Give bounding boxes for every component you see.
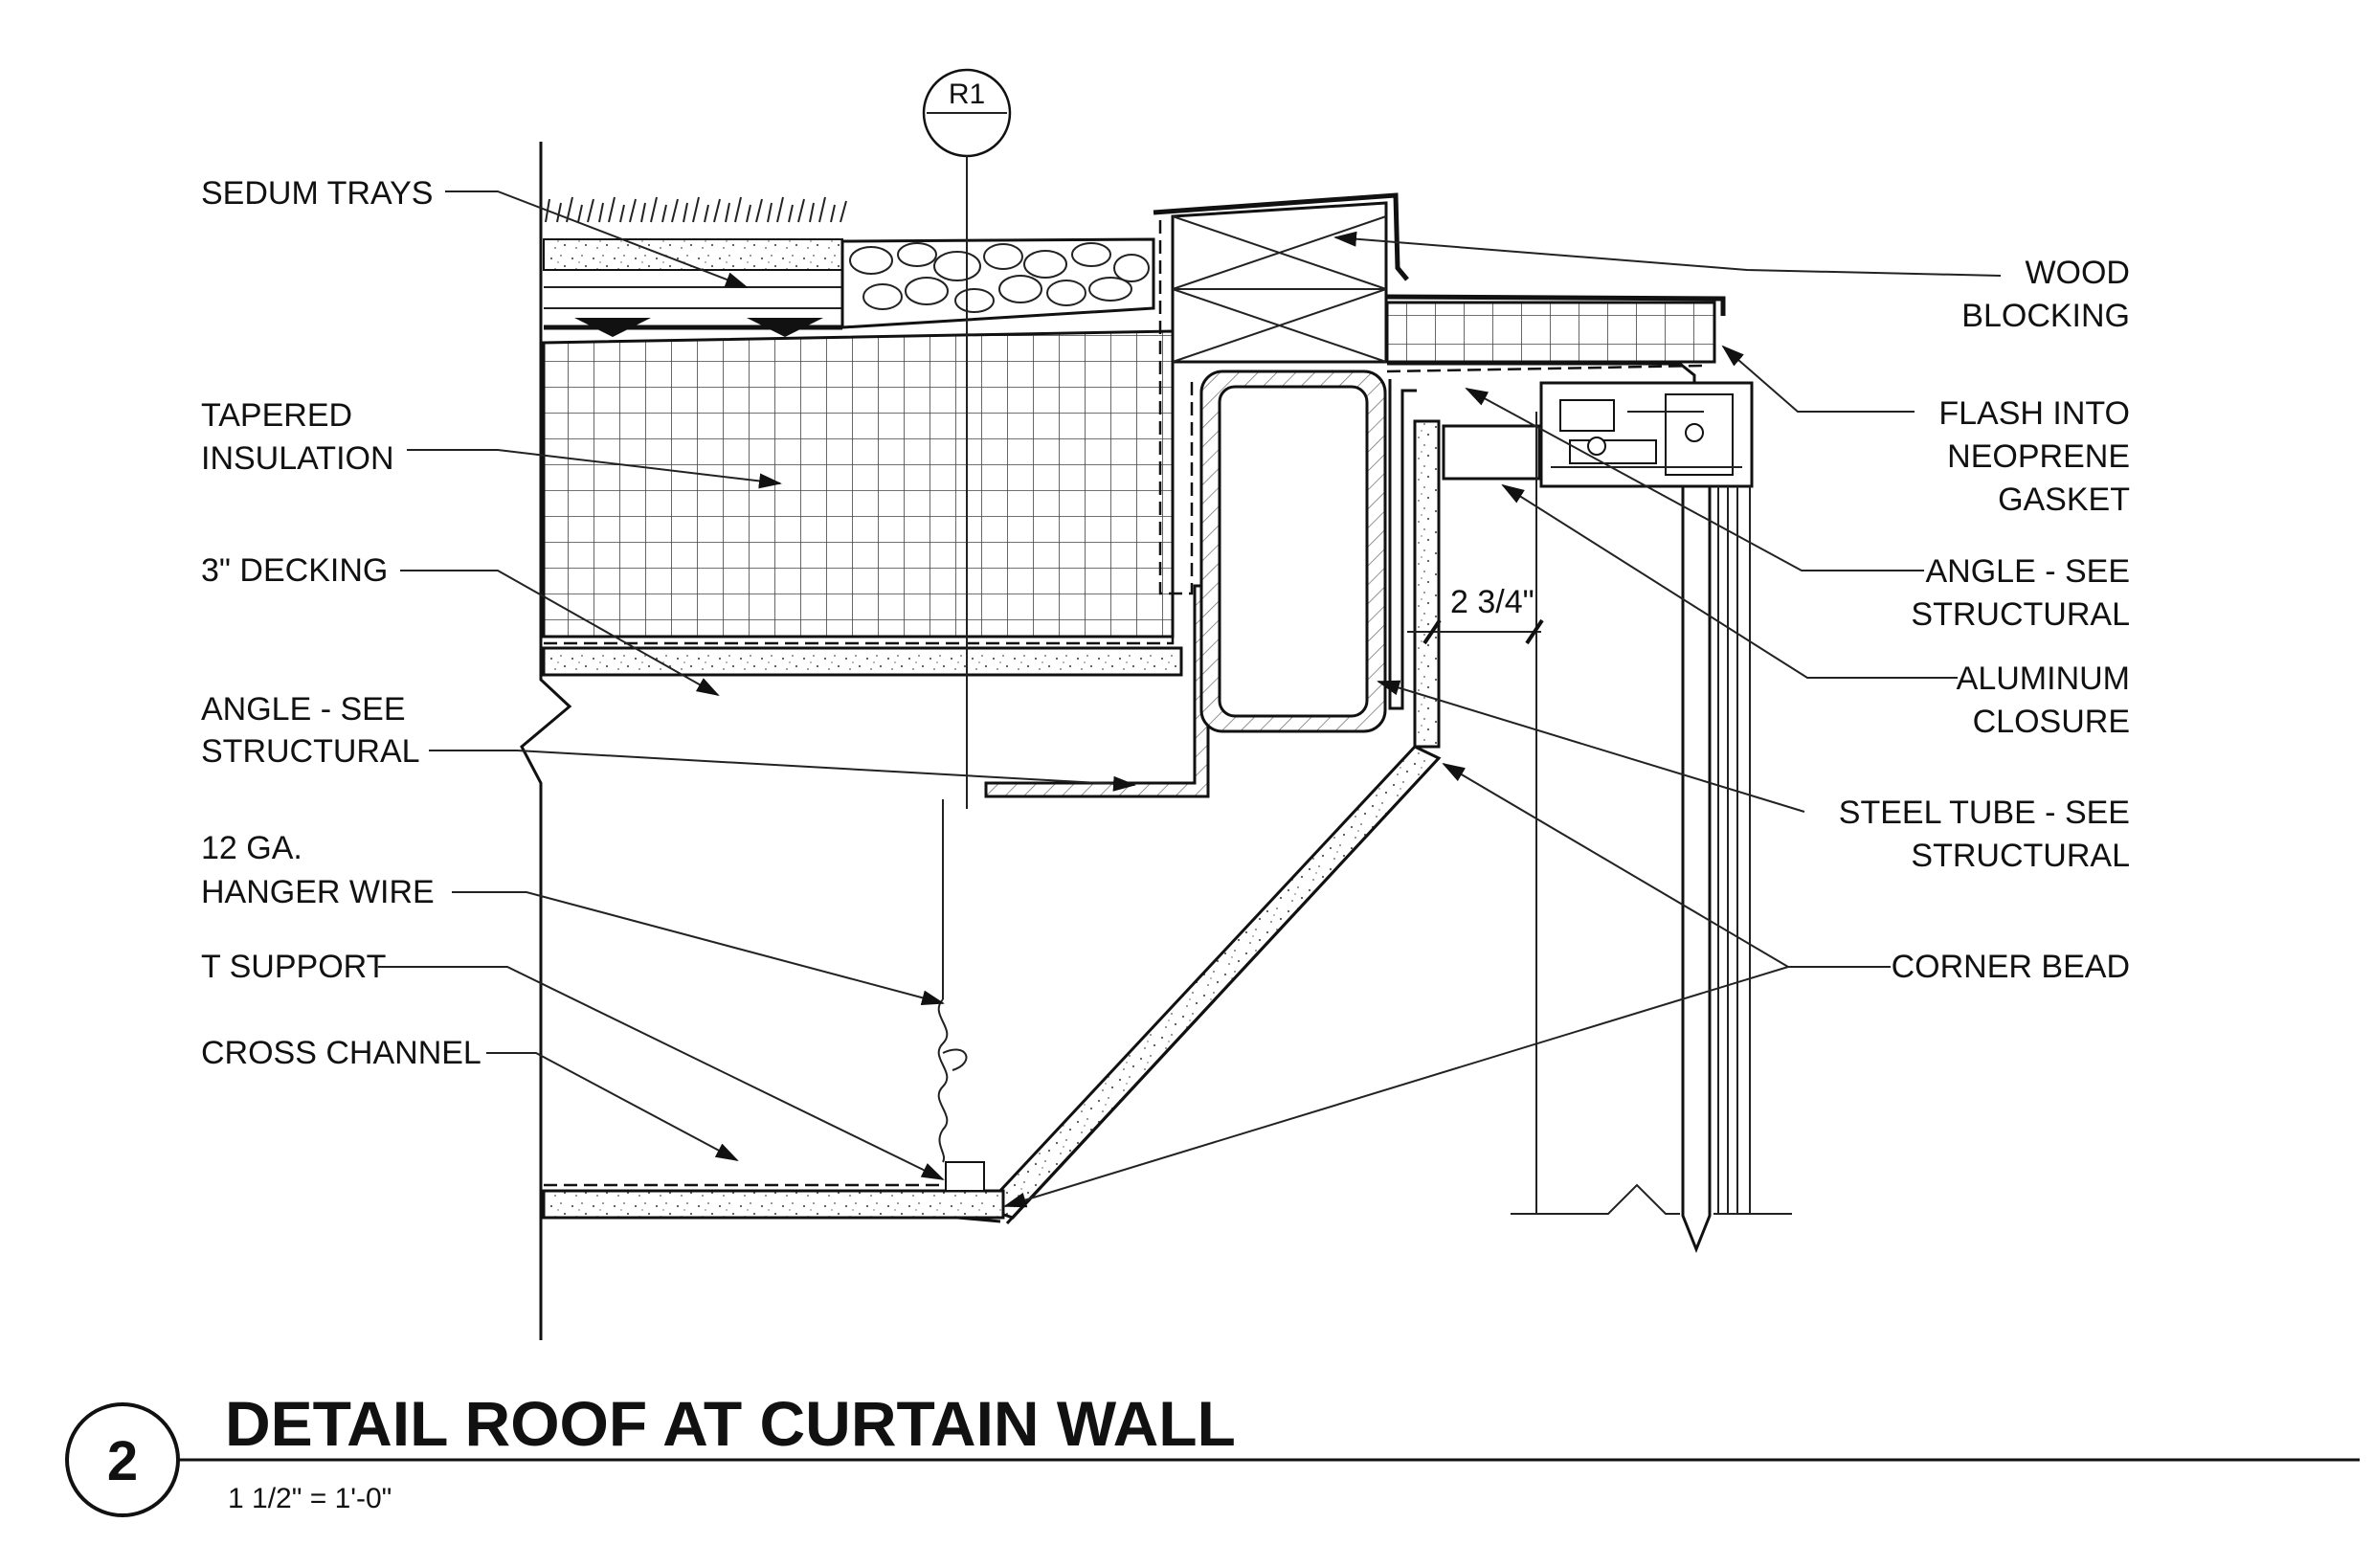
detail-number: 2 (107, 1430, 138, 1492)
label-angle-right-1: ANGLE - SEE (1925, 553, 2130, 590)
decking (542, 383, 1183, 677)
label-hanger-2: HANGER WIRE (201, 874, 435, 910)
title-block: 2 DETAIL ROOF AT CURTAIN WALL 1 1/2" = 1… (65, 1388, 2360, 1517)
dimension-label: 2 3/4" (1450, 584, 1534, 620)
curtain-wall (1511, 381, 1792, 1254)
label-tapered-1: TAPERED (201, 397, 352, 434)
label-flash-3: GASKET (1998, 482, 2130, 518)
flashing-block (1385, 294, 1726, 385)
sedum-trays (543, 196, 847, 337)
detail-scale: 1 1/2" = 1'-0" (228, 1483, 392, 1514)
ceiling-board (542, 1161, 1005, 1223)
label-steel-2: STRUCTURAL (1911, 838, 2130, 874)
angle-right (1388, 379, 1541, 710)
hanger-wire (937, 799, 968, 1163)
label-corner-bead: CORNER BEAD (1892, 949, 2130, 985)
label-angle-right-2: STRUCTURAL (1911, 596, 2130, 633)
leaders (378, 190, 2002, 1208)
gypsum-vertical (1413, 419, 1441, 749)
label-flash-1: FLASH INTO (1938, 395, 2130, 432)
dimension-2-3-4: 2 3/4" (1407, 584, 1544, 645)
label-angle-left-1: ANGLE - SEE (201, 691, 406, 728)
grid-tag: R1 (949, 78, 985, 110)
label-steel-1: STEEL TUBE - SEE (1839, 795, 2130, 831)
callouts-right: WOOD BLOCKING FLASH INTO NEOPRENE GASKET… (1839, 255, 2130, 985)
steel-tube (1199, 370, 1387, 733)
detail-title: DETAIL ROOF AT CURTAIN WALL (225, 1388, 1236, 1459)
label-wood-2: BLOCKING (1961, 298, 2130, 334)
label-decking: 3" DECKING (201, 552, 388, 589)
label-cross-channel: CROSS CHANNEL (201, 1035, 482, 1071)
membrane (1153, 192, 1409, 595)
tapered-insulation (542, 329, 1175, 638)
callouts-left: SEDUM TRAYS TAPERED INSULATION 3" DECKIN… (201, 175, 482, 1071)
gravel-ballast (840, 237, 1155, 329)
building-edge (520, 142, 572, 1340)
label-aluminum-2: CLOSURE (1973, 704, 2130, 740)
label-aluminum-1: ALUMINUM (1957, 661, 2130, 697)
gypsum-diagonal (981, 745, 1442, 1225)
label-flash-2: NEOPRENE (1947, 438, 2130, 475)
grid-line-r1: R1 (922, 68, 1012, 809)
label-sedum-trays: SEDUM TRAYS (201, 175, 433, 212)
label-angle-left-2: STRUCTURAL (201, 733, 420, 770)
label-wood-1: WOOD (2025, 255, 2130, 291)
wood-blocking (1171, 201, 1388, 364)
label-tapered-2: INSULATION (201, 440, 394, 477)
label-hanger-1: 12 GA. (201, 830, 302, 866)
label-t-support: T SUPPORT (201, 949, 386, 985)
